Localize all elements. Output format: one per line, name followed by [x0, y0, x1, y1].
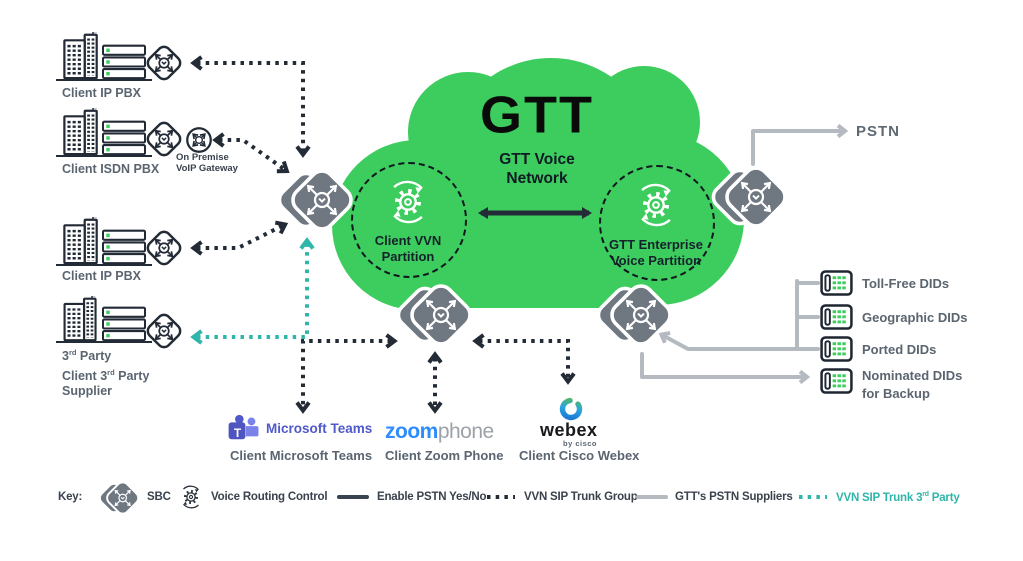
third-party-line1-rest: Party: [76, 349, 112, 364]
voice-routing-control-icon: [382, 176, 434, 228]
trunk-line-3rd-party: [190, 237, 315, 345]
zoom-client-label: Client Zoom Phone: [385, 448, 504, 463]
sbc-icon-right: [710, 158, 792, 236]
third-party-line2: Client 3: [62, 368, 108, 383]
teams-letter: T: [234, 426, 242, 440]
third-party-line2-rest: Party: [114, 368, 150, 383]
source-label: Client ISDN PBX: [62, 162, 160, 176]
legend-vvn-group-label: VVN SIP Trunk Group: [524, 491, 638, 503]
gtt-enterprise-line1: GTT Enterprise: [609, 237, 703, 252]
microsoft-teams-icon: T: [228, 414, 260, 440]
zoom-wordmark-light: phone: [437, 420, 494, 443]
trunk-line-isdn-pbx: [212, 132, 290, 174]
client-vvn-line2: Partition: [381, 249, 435, 264]
legend-enable-pstn-label: Enable PSTN Yes/No: [377, 491, 487, 503]
client-vvn-partition-circle: [351, 162, 467, 278]
cloud-title-line1: GTT Voice: [499, 151, 575, 168]
trunk-line-ip-pbx-1: [190, 55, 311, 158]
did-label-tollfree: Toll-Free DIDs: [862, 276, 950, 291]
source-row-3rd-party-supplier: 3rd Party Client 3rd Party Supplier: [56, 296, 276, 398]
sbc-icon-top-left: [276, 161, 358, 239]
gtt-enterprise-line2: Voice Partition: [610, 253, 702, 268]
microsoft-teams-wordmark: Microsoft Teams: [266, 421, 373, 436]
gtt-logo: GTT: [480, 86, 594, 144]
legend-vvn-3rd-rest: Party: [928, 491, 960, 504]
did-label-ported: Ported DIDs: [862, 342, 937, 357]
webex-wordmark: webex: [540, 420, 598, 440]
legend-vrc-label: Voice Routing Control: [211, 491, 328, 503]
third-party-line1: 3: [62, 349, 69, 364]
did-nominated-line1: Nominated DIDs: [862, 368, 963, 383]
client-vvn-line1: Client VVN: [374, 233, 442, 248]
trunk-line-webex: [472, 333, 576, 385]
third-party-sup1: rd: [68, 348, 77, 357]
zoom-wordmark-bold: zoom: [385, 420, 438, 443]
source-row-client-isdn-pbx: Client ISDN PBX: [56, 108, 276, 178]
sbc-icon-bottom-right: [595, 276, 677, 354]
source-row-client-ip-pbx-2: Client IP PBX: [56, 217, 276, 287]
did-line-backup: [640, 352, 811, 385]
legend-vvn-3rd-sup: rd: [922, 491, 929, 498]
did-line-in: [658, 331, 820, 351]
third-party-sup2: rd: [107, 367, 115, 377]
did-label-nominated: Nominated DIDs for Backup: [862, 367, 962, 403]
trunk-line-ip-pbx-2: [190, 220, 289, 256]
source-label: Client IP PBX: [62, 269, 141, 283]
third-party-line3: Supplier: [62, 384, 113, 399]
source-row-client-ip-pbx-1: Client IP PBX: [56, 32, 276, 102]
legend-gtt-suppliers-label: GTT's PSTN Suppliers: [675, 491, 793, 503]
ground-lines: [56, 79, 152, 343]
zoom-phone-wordmark: zoomphone: [385, 420, 494, 444]
sbc-icon-bottom-left: [395, 276, 477, 354]
gtt-enterprise-partition-circle: [599, 165, 715, 281]
trunk-line-teams: [295, 333, 398, 414]
source-label: 3rd Party Client 3rd Party Supplier: [62, 345, 149, 400]
legend-key-label: Key:: [58, 491, 83, 503]
legend-vvn-3rd-pre: VVN SIP Trunk 3: [836, 491, 923, 504]
did-label-geographic: Geographic DIDs: [862, 310, 968, 325]
webex-by-cisco: by cisco: [563, 439, 598, 448]
legend-vvn-3rd-label: VVN SIP Trunk 3rd Party: [836, 491, 960, 504]
source-label: Client IP PBX: [62, 86, 141, 100]
pstn-line: [751, 123, 849, 166]
gateway-label-line2: VoIP Gateway: [176, 163, 238, 174]
teams-client-label: Client Microsoft Teams: [230, 448, 373, 463]
client-vvn-partition-label: Client VVN Partition: [348, 233, 468, 265]
gtt-enterprise-partition-label: GTT Enterprise Voice Partition: [596, 237, 716, 269]
voice-routing-control-icon: [630, 179, 682, 231]
webex-client-label: Client Cisco Webex: [519, 448, 640, 463]
legend-sbc-label: SBC: [147, 491, 171, 503]
did-nominated-line2: for Backup: [862, 386, 930, 401]
pstn-label: PSTN: [856, 123, 901, 140]
cloud-title-line2: Network: [506, 170, 568, 187]
cloud-title: GTT Voice Network: [447, 150, 627, 188]
